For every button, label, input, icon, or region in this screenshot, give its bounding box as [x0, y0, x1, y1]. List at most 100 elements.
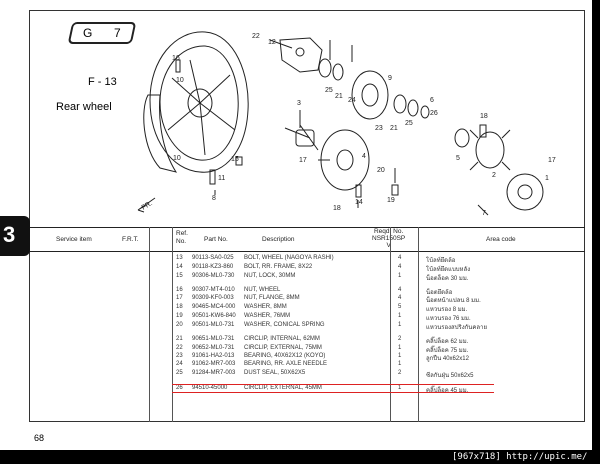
- part-no-cell: 90651-ML0-731: [192, 336, 235, 342]
- part-no-cell: 90306-ML0-730: [192, 273, 235, 279]
- part-no-cell: 90501-KW6-840: [192, 313, 236, 319]
- area-code-cell: ลูกปืน 40x62x12: [426, 356, 469, 362]
- description-cell: NUT, WHEEL: [244, 287, 281, 293]
- ref-no-cell: 24: [176, 361, 183, 367]
- area-code-cell: น็อตยึดล้อ: [426, 290, 453, 296]
- callout-18b: 18: [480, 113, 488, 120]
- description-cell: BEARING, 40X62X12 (KOYO): [244, 353, 326, 359]
- qty-cell: 1: [398, 322, 402, 328]
- highlight-underline-2: [172, 392, 494, 393]
- page-number: 68: [34, 433, 45, 443]
- description-cell: NUT, LOCK, 30MM: [244, 273, 296, 279]
- catalog-page: G 7 F - 13 Rear wheel: [0, 0, 592, 450]
- table-row: 26 94510-45000 CIRCLIP, EXTERNAL, 45MM 1 คลิ…: [172, 385, 592, 394]
- qty-cell: 4: [398, 255, 402, 261]
- part-no-cell: 90465-MC4-000: [192, 304, 236, 310]
- qty-cell: 1: [398, 385, 402, 391]
- qty-cell: 1: [398, 353, 402, 359]
- callout-14: 14: [355, 199, 363, 206]
- callout-17: 17: [299, 157, 307, 164]
- qty-cell: 4: [398, 295, 402, 301]
- part-no-cell: 91284-MR7-003: [192, 370, 236, 376]
- callout-9: 9: [388, 75, 392, 82]
- col-divider-ref: [172, 227, 173, 422]
- chapter-tab-number: 3: [3, 222, 16, 247]
- ref-no-cell: 14: [176, 264, 183, 270]
- description-cell: DUST SEAL, 50X62X5: [244, 370, 306, 376]
- description-cell: CIRCLIP, INTERNAL, 62MM: [244, 336, 320, 342]
- ref-no-cell: 25: [176, 370, 183, 376]
- col-divider-frt: [149, 227, 150, 422]
- qty-cell: 1: [398, 361, 402, 367]
- callout-7: 7: [482, 210, 486, 217]
- area-code-cell: คลิ๊ปล็อค 45 มม.: [426, 388, 469, 394]
- qty-cell: 1: [398, 345, 402, 351]
- header-description: Description: [262, 236, 295, 243]
- callout-12: 12: [268, 39, 276, 46]
- table-top-rule: [30, 227, 585, 228]
- header-reqd-no: Reqd. No. NSR150SP V: [372, 228, 406, 249]
- callout-22: 22: [252, 33, 260, 40]
- ref-no-cell: 26: [176, 385, 183, 391]
- area-code-cell: น็อตหน้าแปลน 8 มม.: [426, 298, 481, 304]
- part-no-cell: 90309-KF0-003: [192, 295, 234, 301]
- callout-17b: 17: [548, 157, 556, 164]
- ref-no-cell: 18: [176, 304, 183, 310]
- ref-no-cell: 13: [176, 255, 183, 261]
- area-code-cell: ซีลกันฝุ่น 50x62x5: [426, 373, 474, 379]
- ref-no-cell: 16: [176, 287, 183, 293]
- header-part-no: Part No.: [204, 236, 228, 243]
- callout-25a: 25: [325, 87, 333, 94]
- qty-cell: 4: [398, 264, 402, 270]
- description-cell: BEARING, RR. AXLE NEEDLE: [244, 361, 328, 367]
- qty-cell: 2: [398, 336, 402, 342]
- callout-25b: 25: [405, 120, 413, 127]
- ref-no-cell: 21: [176, 336, 183, 342]
- ref-no-cell: 20: [176, 322, 183, 328]
- description-cell: WASHER, CONICAL SPRING: [244, 322, 325, 328]
- part-no-cell: 94510-45000: [192, 385, 228, 391]
- diagram-frame: [29, 10, 585, 422]
- description-cell: NUT, FLANGE, 8MM: [244, 295, 300, 301]
- callout-6: 6: [430, 97, 434, 104]
- header-area-code: Area code: [486, 236, 516, 243]
- callout-21b: 21: [390, 125, 398, 132]
- callout-23: 23: [375, 125, 383, 132]
- part-no-cell: 90307-MT4-010: [192, 287, 235, 293]
- callout-11: 11: [218, 175, 225, 182]
- area-code-cell: คลิ๊ปล็อค 62 มม.: [426, 339, 469, 345]
- header-frt: F.R.T.: [122, 236, 139, 243]
- chapter-tab: [0, 216, 30, 256]
- figure-id: F - 13: [88, 76, 117, 88]
- callout-2: 2: [492, 172, 496, 179]
- callout-24: 24: [348, 97, 356, 104]
- header-ref-no: Ref. No.: [176, 230, 188, 245]
- header-service-item: Service item: [56, 236, 92, 243]
- part-no-cell: 90113-SA0-025: [192, 255, 234, 261]
- callout-8: 8: [212, 195, 216, 202]
- callout-20: 20: [377, 167, 385, 174]
- description-cell: CIRCLIP, EXTERNAL, 45MM: [244, 385, 322, 391]
- callout-26: 26: [430, 110, 438, 117]
- table-header-rule: [30, 251, 585, 252]
- figure-name: Rear wheel: [56, 101, 112, 113]
- part-no-cell: 91061-HA2-013: [192, 353, 235, 359]
- area-code-cell: แหวนรอง 76 มม.: [426, 316, 471, 322]
- description-cell: BOLT, RR. FRAME, 8X22: [244, 264, 313, 270]
- area-code-cell: แหวนรอง 8 มม.: [426, 307, 468, 313]
- part-no-cell: 90118-KZ3-860: [192, 264, 234, 270]
- callout-3: 3: [297, 100, 301, 107]
- col-divider-area: [418, 227, 419, 422]
- callout-19: 19: [387, 197, 395, 204]
- fr-label: FR.: [141, 200, 154, 212]
- exploded-diagram: 22 12 16 10 10 15 11 8 3 17 25 21 24 23 …: [137, 31, 556, 217]
